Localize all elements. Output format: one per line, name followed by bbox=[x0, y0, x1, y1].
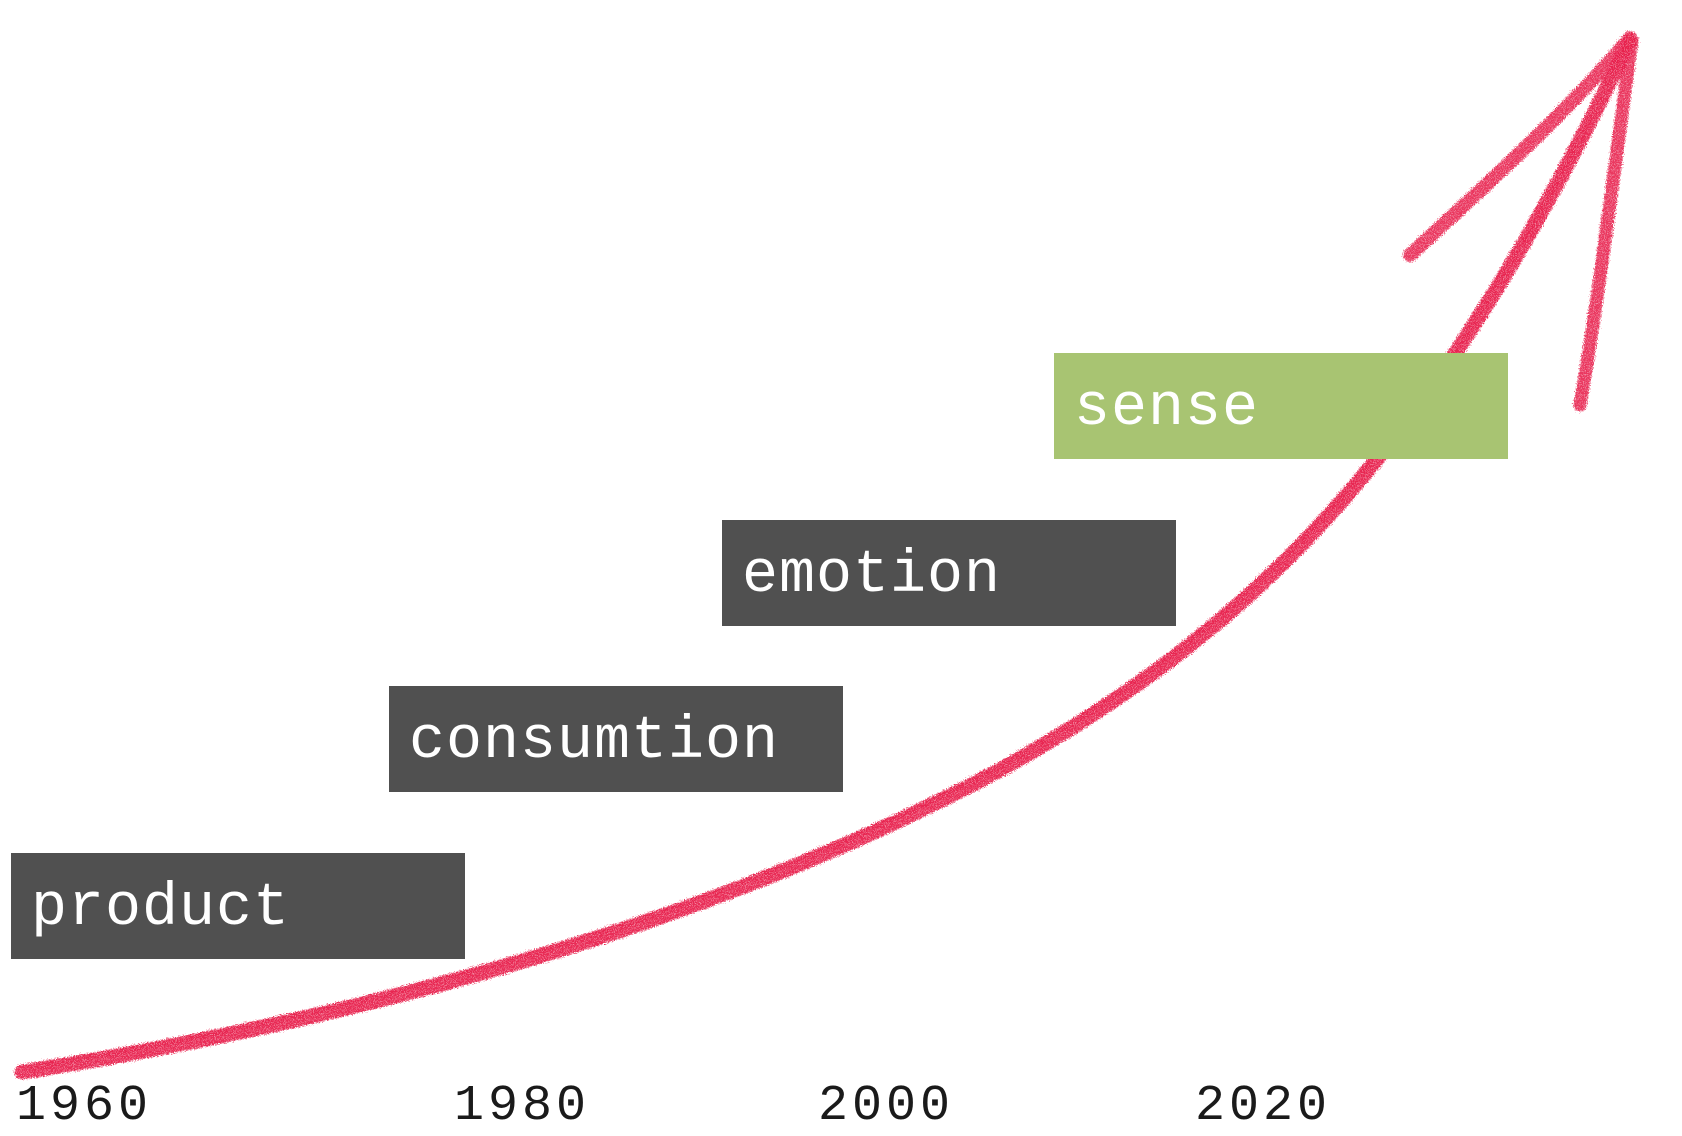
stage-box-emotion: emotion bbox=[722, 520, 1176, 626]
stage-label-product: product bbox=[31, 875, 291, 943]
stage-box-sense: sense bbox=[1054, 353, 1508, 459]
stage-box-product: product bbox=[11, 853, 465, 959]
year-label-1960: 1960 bbox=[16, 1078, 153, 1135]
year-label-1980: 1980 bbox=[454, 1078, 591, 1135]
arrow-head-left bbox=[1403, 31, 1637, 262]
year-label-2020: 2020 bbox=[1195, 1078, 1332, 1135]
stage-label-sense: sense bbox=[1074, 375, 1260, 443]
stage-box-consumtion: consumtion bbox=[389, 686, 843, 792]
stage-label-consumtion: consumtion bbox=[409, 708, 780, 776]
stage-label-emotion: emotion bbox=[742, 542, 1002, 610]
arrow-head-right bbox=[1573, 33, 1639, 412]
year-label-2000: 2000 bbox=[818, 1078, 955, 1135]
